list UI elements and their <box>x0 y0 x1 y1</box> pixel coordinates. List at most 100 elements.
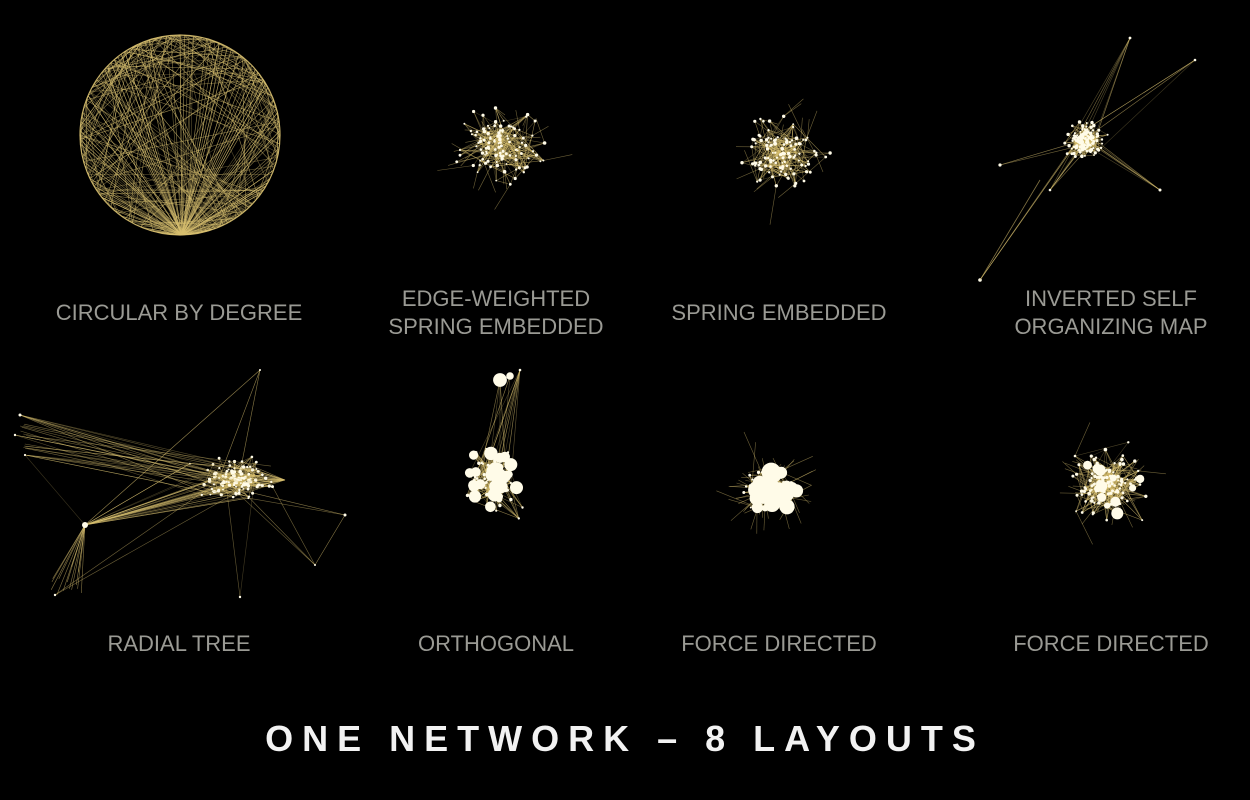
network-node <box>1086 139 1089 142</box>
network-node <box>757 476 760 479</box>
network-node <box>1095 139 1099 143</box>
network-node <box>1105 475 1109 480</box>
network-node <box>241 465 244 468</box>
network-edge <box>216 456 253 474</box>
network-edge <box>128 35 167 50</box>
network-node <box>498 151 502 155</box>
network-edge <box>79 139 183 236</box>
network-edge <box>140 218 236 228</box>
network-node <box>1082 143 1086 147</box>
network-edge <box>484 154 503 160</box>
network-node <box>1085 122 1088 124</box>
network-node <box>484 154 486 156</box>
network-edge <box>89 72 259 179</box>
network-edge <box>761 139 767 153</box>
network-node <box>489 136 492 139</box>
network-edge <box>84 488 249 526</box>
network-edge <box>84 497 249 526</box>
network-edge <box>489 128 504 152</box>
network-edge <box>234 461 242 480</box>
network-edge <box>512 127 526 146</box>
network-edge <box>101 197 183 236</box>
network-edge <box>1098 496 1146 505</box>
network-edge <box>96 157 278 191</box>
network-edge <box>1106 506 1110 521</box>
network-node <box>486 124 490 127</box>
network-edge <box>104 69 183 236</box>
network-edge <box>768 141 790 149</box>
network-node <box>216 489 220 493</box>
network-edge <box>979 144 1076 281</box>
network-edge <box>181 35 194 236</box>
network-edge <box>181 212 243 236</box>
network-edge <box>475 126 512 136</box>
network-node <box>531 150 535 153</box>
network-node <box>486 465 498 477</box>
network-edge <box>238 53 274 101</box>
network-node <box>1118 487 1121 490</box>
network-edge <box>484 125 502 140</box>
network-node <box>756 470 761 474</box>
network-node <box>784 140 789 145</box>
layout-panel-inverted-self-organizing-map <box>978 30 1205 282</box>
network-node <box>794 142 798 146</box>
network-node <box>1078 150 1082 154</box>
network-edge <box>140 226 183 236</box>
network-edge <box>101 72 183 236</box>
network-edge <box>80 42 141 127</box>
network-edge <box>777 137 801 145</box>
network-node <box>246 465 249 469</box>
network-edge <box>248 462 257 497</box>
network-node <box>1088 135 1091 139</box>
network-edge <box>19 414 244 468</box>
network-edge <box>506 163 516 179</box>
network-node <box>491 484 494 487</box>
network-edge <box>502 129 520 168</box>
network-node <box>254 460 258 464</box>
network-edge <box>181 218 236 236</box>
network-node <box>775 480 777 483</box>
network-node <box>468 480 479 491</box>
network-edge <box>526 151 534 168</box>
network-node <box>1092 147 1095 150</box>
network-node <box>1079 489 1084 493</box>
layout-panel-force-directed-1 <box>680 385 905 585</box>
network-edge <box>181 87 269 236</box>
network-edge <box>113 59 207 232</box>
network-edge <box>181 54 240 236</box>
network-edge <box>23 433 263 481</box>
network-node <box>508 141 511 143</box>
network-edge <box>96 79 253 205</box>
network-node <box>486 159 490 163</box>
network-node <box>237 491 241 495</box>
caption-line: ORGANIZING MAP <box>1014 314 1208 339</box>
network-node <box>768 171 771 174</box>
network-edge <box>1084 59 1196 140</box>
network-edge <box>770 168 789 179</box>
caption-line: INVERTED SELF <box>1025 286 1197 311</box>
network-edge <box>1076 474 1091 491</box>
network-node <box>483 477 486 480</box>
network-node <box>486 131 490 136</box>
network-node <box>493 458 497 462</box>
network-edge <box>768 129 797 139</box>
network-node <box>1127 441 1130 444</box>
network-node <box>520 141 524 144</box>
network-edge <box>459 149 505 172</box>
network-node <box>1080 511 1084 514</box>
network-node <box>771 151 774 154</box>
network-node <box>479 159 481 162</box>
network-edge <box>79 56 243 136</box>
network-node <box>1090 499 1094 503</box>
network-node <box>481 158 484 161</box>
network-node <box>1088 479 1092 482</box>
network-node <box>756 180 759 183</box>
network-edge <box>181 178 271 236</box>
network-node <box>1135 474 1145 484</box>
network-node <box>1080 148 1083 151</box>
network-node <box>474 133 477 137</box>
network-node <box>533 119 537 123</box>
network-node <box>518 128 521 131</box>
network-node <box>1112 471 1115 474</box>
network-node <box>514 158 518 162</box>
